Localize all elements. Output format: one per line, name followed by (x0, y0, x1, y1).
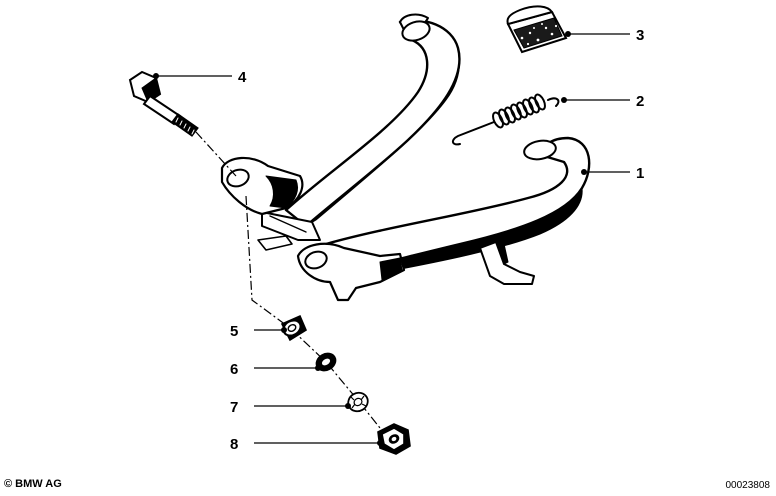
stand-upper-lug-shadow (265, 175, 299, 209)
stand-upper-pivot-hole (226, 168, 250, 188)
callout-1[interactable]: 1 (636, 165, 644, 182)
callout-3[interactable]: 3 (636, 27, 644, 44)
washer-inner (320, 357, 332, 367)
lock-washer-teeth (349, 395, 367, 409)
stand-lower-arm-end (523, 139, 557, 161)
callout-2[interactable]: 2 (636, 93, 644, 110)
bushing-hole (287, 324, 297, 332)
copyright-label: © BMW AG (4, 478, 62, 490)
washer-part[interactable] (313, 350, 338, 374)
hex-bolt-part[interactable] (128, 70, 199, 137)
rubber-buffer-part[interactable] (506, 5, 568, 54)
stand-lower-lug-shadow (379, 257, 403, 281)
leader-lines (153, 31, 630, 446)
stand-cross-brace-edge (269, 215, 307, 233)
stand-upper-arm (284, 19, 461, 228)
callout-6[interactable]: 6 (230, 361, 238, 378)
tension-spring-part[interactable] (452, 93, 560, 146)
stand-upper-arm-end (401, 20, 431, 42)
center-stand-part[interactable] (220, 13, 591, 302)
buffer-texture (513, 17, 563, 49)
buffer-top (506, 5, 554, 26)
stand-kick-foot-shadow (495, 241, 509, 265)
spring-hook-left (452, 121, 495, 146)
stand-lower-pivot-hole (304, 250, 328, 270)
callout-4[interactable]: 4 (238, 69, 247, 86)
bushing-part[interactable] (280, 314, 308, 342)
diagram-id-label: 00023808 (725, 480, 771, 491)
callout-5[interactable]: 5 (230, 323, 238, 340)
spring-coils (492, 93, 546, 129)
spring-hook-right (547, 97, 560, 107)
stand-spring-tab (257, 235, 293, 251)
nut-hole-inner (391, 436, 397, 442)
buffer-speckles (520, 23, 558, 46)
hex-nut-part[interactable] (377, 423, 411, 455)
callout-8[interactable]: 8 (230, 436, 238, 453)
bolt-head-shade (141, 77, 161, 103)
bolt-thread-lines (175, 117, 195, 135)
lock-washer-part[interactable] (345, 389, 371, 415)
callout-7[interactable]: 7 (230, 399, 238, 416)
stand-upper-arm-shadow (305, 47, 460, 227)
